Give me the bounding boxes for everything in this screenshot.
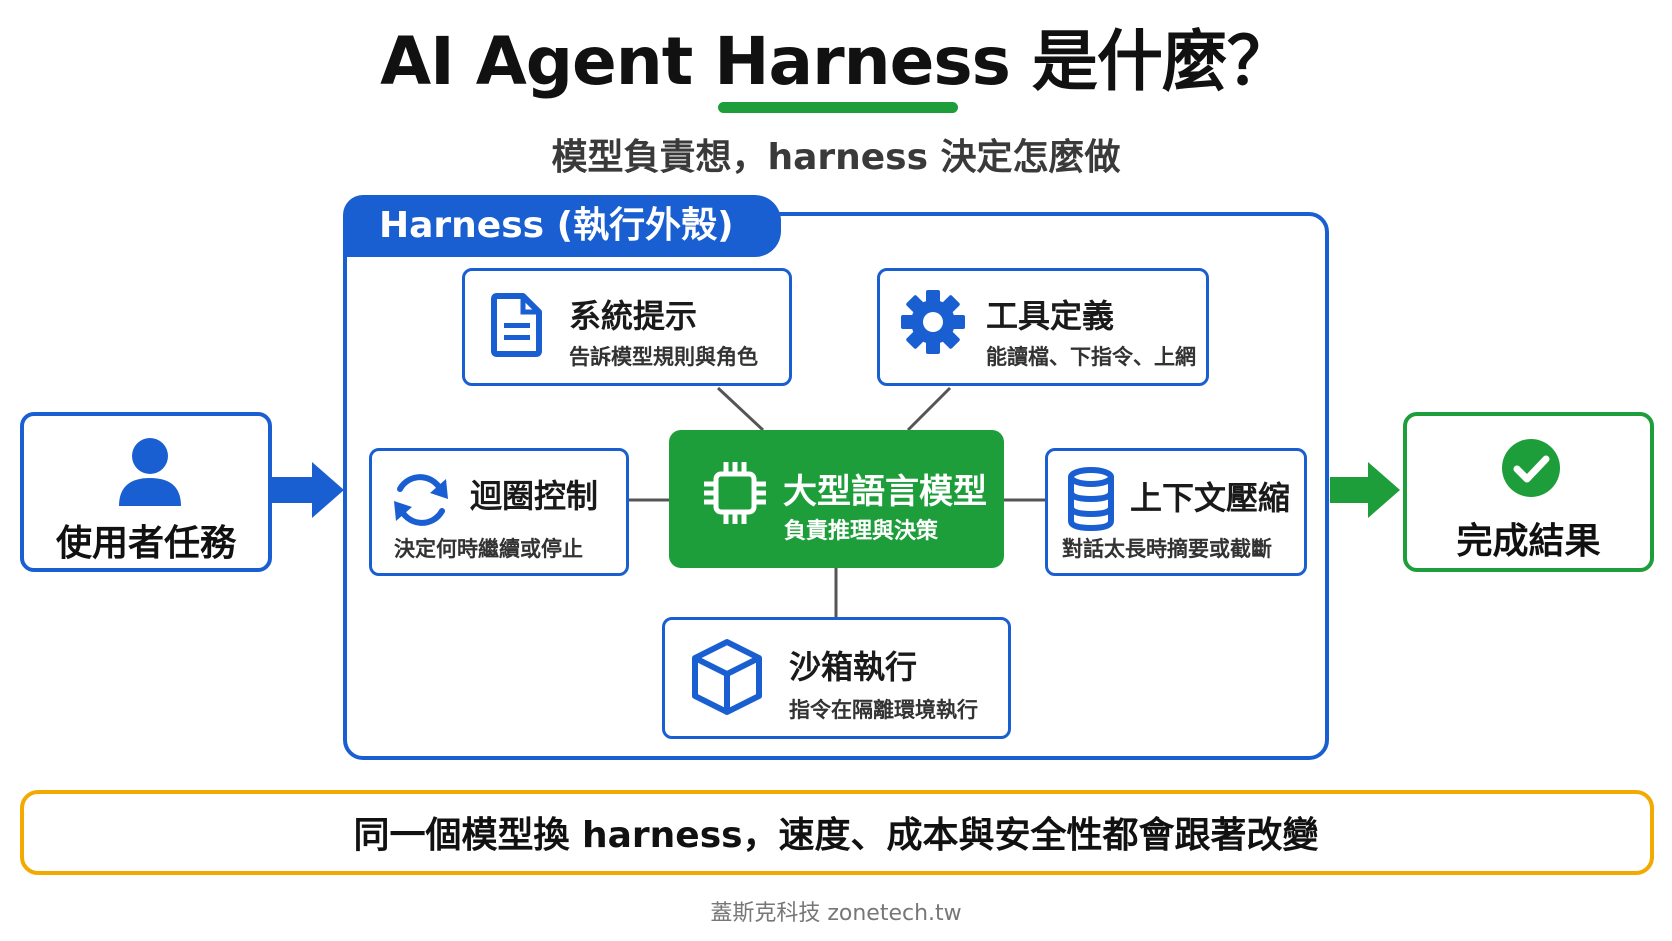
module-system-prompt: 系統提示 告訴模型規則與角色 (462, 268, 792, 386)
harness-label: Harness (執行外殼) (343, 195, 781, 257)
module-title: 上下文壓縮 (1130, 479, 1291, 517)
llm-title: 大型語言模型 (783, 472, 987, 512)
output-box: 完成結果 (1403, 412, 1654, 572)
llm-box (669, 430, 1004, 568)
harness-frame (343, 212, 1329, 760)
module-sandbox: 沙箱執行 指令在隔離環境執行 (662, 617, 1011, 739)
subtitle: 模型負責想，harness 決定怎麼做 (551, 137, 1121, 178)
document-icon (491, 293, 542, 357)
takeaway-banner (20, 790, 1654, 875)
user-icon (119, 438, 181, 506)
output-arrow (1330, 462, 1400, 518)
gear-icon (901, 290, 965, 354)
module-title: 沙箱執行 (789, 648, 918, 686)
footer-credit: 蓋斯克科技 zonetech.tw (710, 901, 962, 926)
connector-system-prompt (716, 386, 765, 432)
module-context-compression: 上下文壓縮 對話太長時摘要或截斷 (1045, 448, 1307, 576)
check-circle-icon (1502, 439, 1560, 497)
page-title: AI Agent Harness 是什麼？ (380, 23, 1293, 100)
module-desc: 指令在隔離環境執行 (789, 698, 978, 722)
module-desc: 能讀檔、下指令、上網 (986, 345, 1196, 369)
module-title: 迴圈控制 (470, 477, 599, 515)
input-label: 使用者任務 (55, 523, 236, 564)
takeaway-text: 同一個模型換 harness，速度、成本與安全性都會跟著改變 (353, 815, 1319, 856)
title-underline (718, 102, 958, 113)
module-desc: 告訴模型規則與角色 (569, 345, 758, 369)
connector-tool-definition (906, 386, 952, 432)
database-icon (1068, 467, 1114, 531)
chip-icon (704, 462, 766, 524)
module-loop-control: 迴圈控制 決定何時繼續或停止 (369, 448, 629, 576)
refresh-icon (394, 474, 448, 526)
input-box: 使用者任務 (20, 412, 272, 572)
input-arrow (272, 462, 344, 518)
module-desc: 決定何時繼續或停止 (394, 537, 583, 561)
module-title: 工具定義 (986, 297, 1115, 335)
llm-desc: 負責推理與決策 (784, 519, 939, 544)
module-tool-definition: 工具定義 能讀檔、下指令、上網 (877, 268, 1209, 386)
output-label: 完成結果 (1456, 521, 1601, 562)
module-title: 系統提示 (569, 297, 698, 335)
cube-icon (692, 639, 762, 715)
module-desc: 對話太長時摘要或截斷 (1062, 537, 1272, 561)
